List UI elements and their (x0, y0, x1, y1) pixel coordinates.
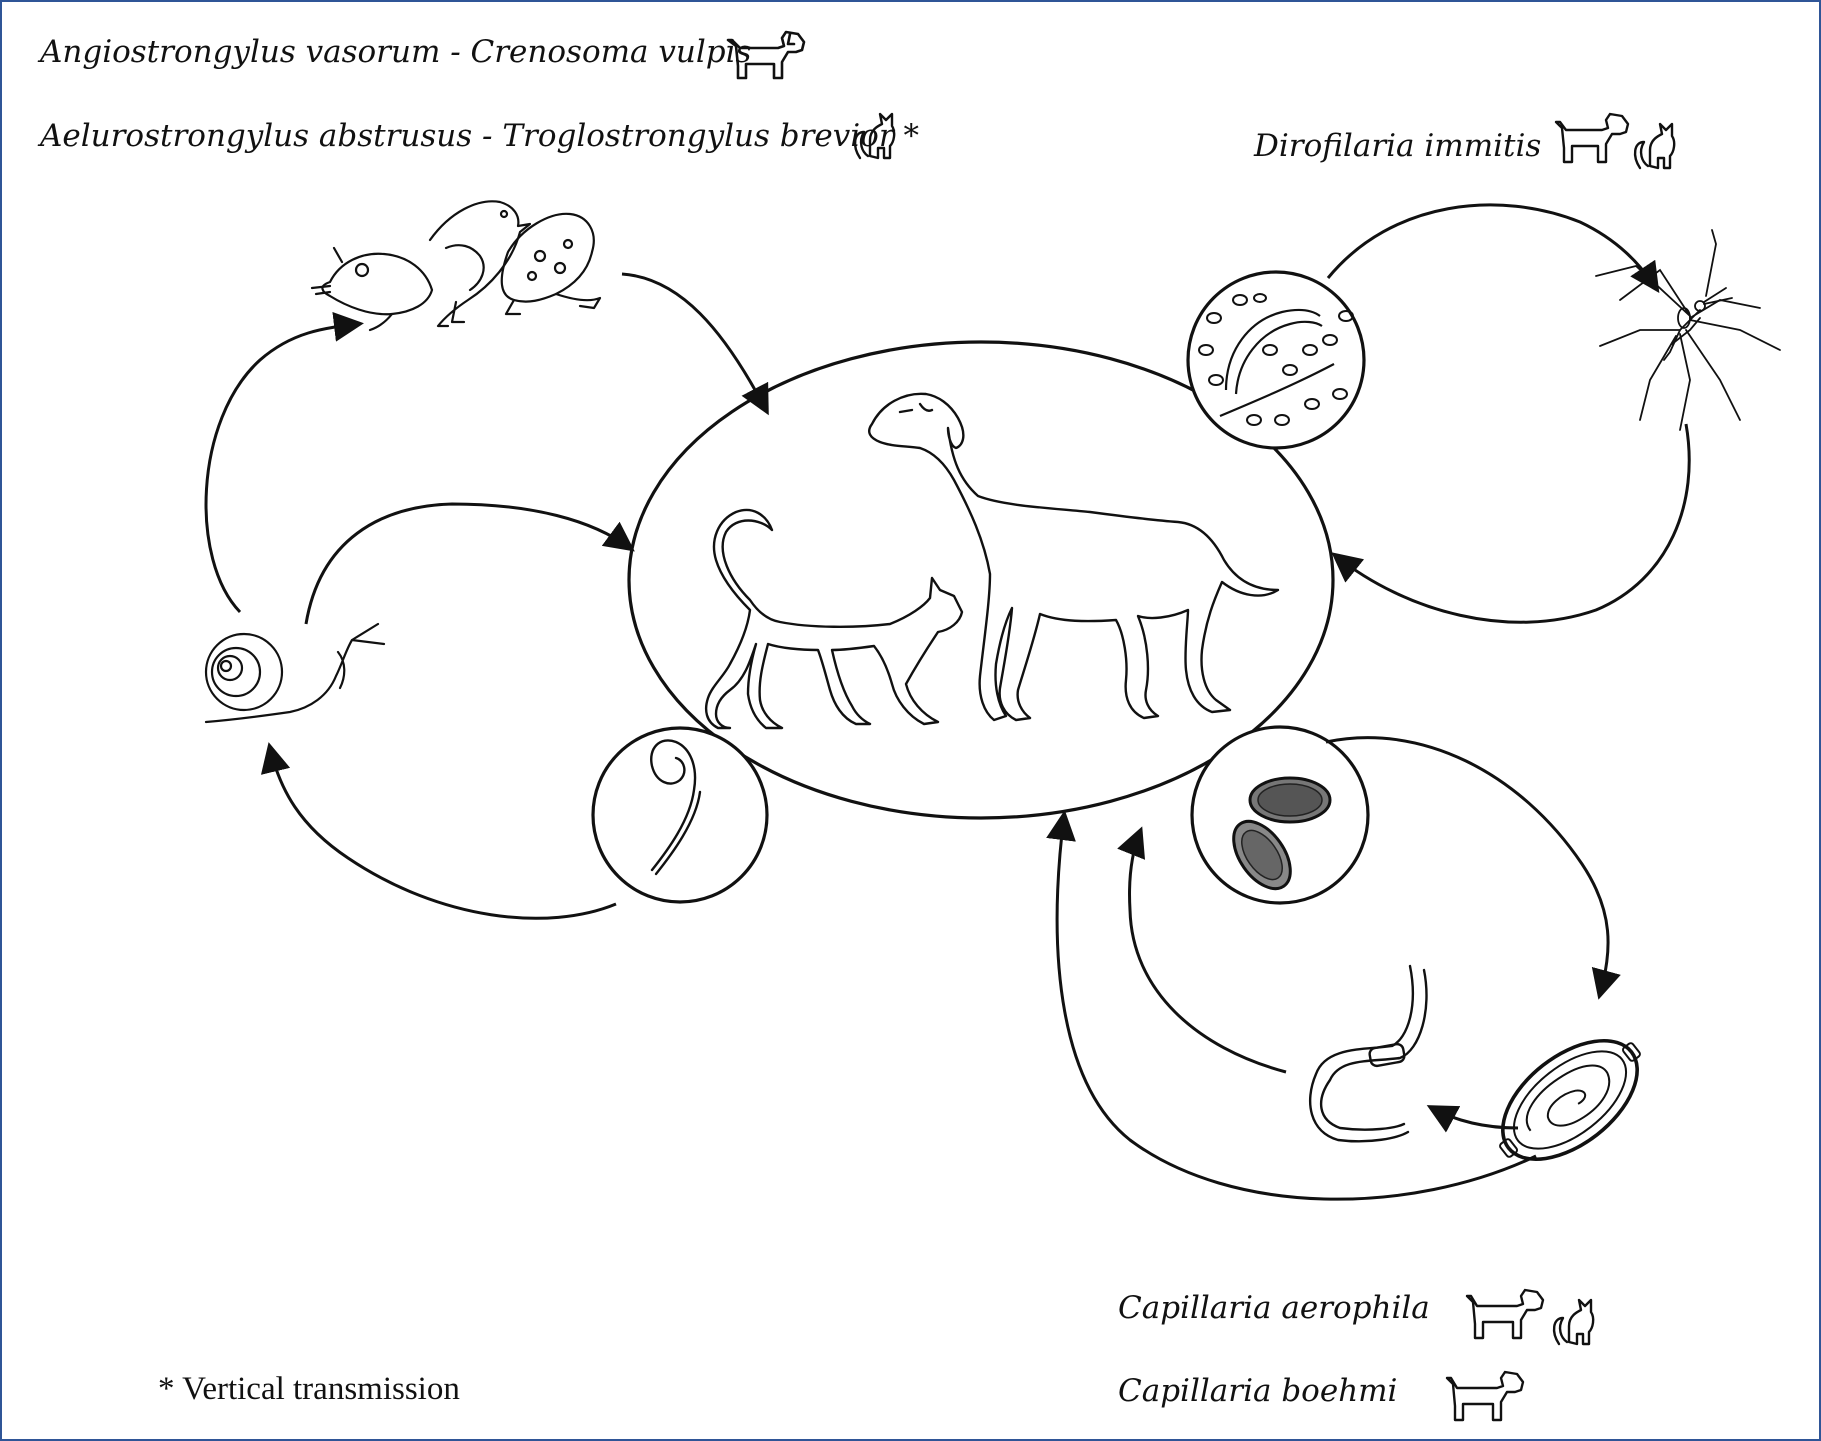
arrow-snail-to-paratenic (204, 311, 364, 614)
dog-cat-icons-aerophila (1465, 1288, 1595, 1346)
larva-circle (591, 726, 769, 904)
arrow-mosquito-to-host (1331, 423, 1691, 624)
arrow-egg-to-host (1046, 810, 1537, 1201)
lifecycle-arrows (204, 203, 1691, 1201)
central-cat-illustration (704, 508, 964, 730)
label-capillaria-aerophila: Capillaria aerophila (1118, 1290, 1430, 1326)
capillaria-eggs-circle (1190, 725, 1370, 905)
label-capillaria-boehmi: Capillaria boehmi (1118, 1373, 1398, 1409)
mosquito-icon (1595, 229, 1781, 431)
arrow-larva-to-snail (260, 742, 617, 920)
arrow-paratenic-to-host (621, 272, 769, 416)
central-dog-illustration (868, 392, 1280, 722)
paratenic-hosts-icon (310, 200, 602, 332)
dog-icon-boehmi (1445, 1370, 1525, 1422)
arrow-microfilariae-to-mosquito (1326, 203, 1660, 293)
footnote-vertical-transmission: * Vertical transmission (158, 1371, 460, 1407)
dog-icon (726, 30, 806, 80)
microfilariae-circle (1186, 270, 1366, 450)
vertical-transmission-asterisk: * (903, 118, 920, 154)
cat-icon (853, 112, 896, 160)
arrow-snail-to-host (304, 502, 635, 625)
label-aelurostrongylus-troglostrongylus: Aelurostrongylus abstrusus - Troglostron… (40, 118, 919, 154)
larvated-egg-icon (1499, 1038, 1641, 1162)
arrow-egg-to-earthworm (1426, 1105, 1519, 1133)
arrow-eggs-to-larvated-egg (1325, 736, 1621, 1000)
dog-cat-icons (1554, 112, 1676, 170)
label-aelurostrongylus-text: Aelurostrongylus abstrusus - Troglostron… (40, 118, 894, 154)
label-dirofilaria: Dirofilaria immitis (1254, 128, 1542, 164)
snail-icon (204, 622, 386, 724)
arrow-earthworm-to-host (1117, 826, 1287, 1074)
earthworm-icon (1308, 964, 1428, 1143)
label-angiostrongylus-crenosoma: Angiostrongylus vasorum - Crenosoma vulp… (40, 34, 752, 70)
